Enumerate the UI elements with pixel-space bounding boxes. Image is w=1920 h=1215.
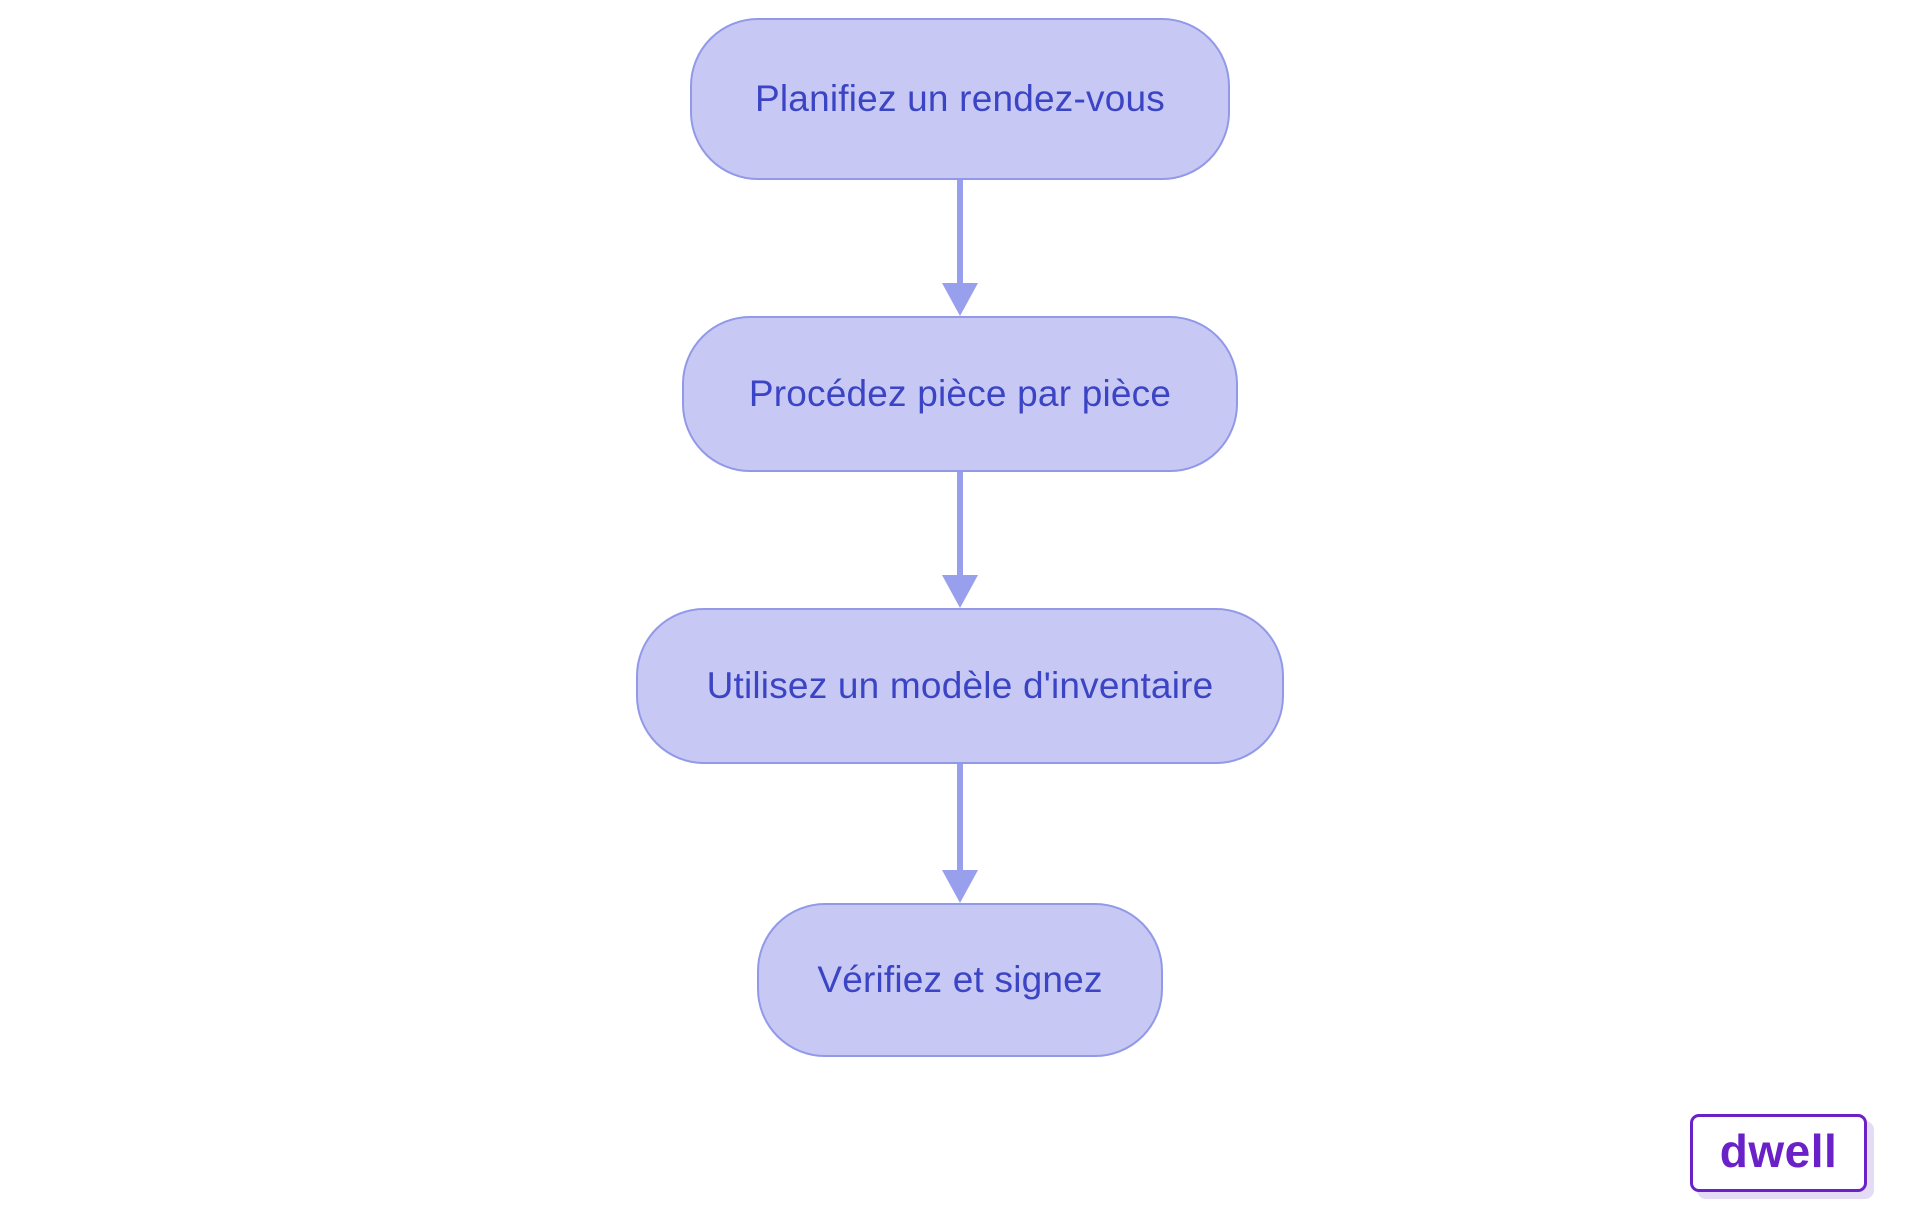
flow-node-label: Vérifiez et signez	[817, 959, 1103, 1000]
dwell-logo-text: dwell	[1719, 1125, 1838, 1177]
arrow-shaft	[957, 180, 963, 283]
flow-node-step-1: Planifiez un rendez-vous	[690, 18, 1230, 180]
arrow-shaft	[957, 764, 963, 870]
flow-node-label: Procédez pièce par pièce	[748, 373, 1172, 414]
flow-node-step-2: Procédez pièce par pièce	[682, 316, 1238, 472]
flow-node-label: Utilisez un modèle d'inventaire	[706, 665, 1214, 706]
arrow-shaft	[957, 472, 963, 575]
arrow-down-icon	[942, 575, 978, 608]
flow-arrow-2	[942, 472, 978, 608]
flow-node-step-4: Vérifiez et signez	[757, 903, 1163, 1057]
flow-node-step-3: Utilisez un modèle d'inventaire	[636, 608, 1284, 764]
flow-arrow-3	[942, 764, 978, 903]
flow-node-label: Planifiez un rendez-vous	[755, 78, 1165, 119]
flow-arrow-1	[942, 180, 978, 316]
dwell-logo: dwell	[1690, 1114, 1867, 1192]
arrow-down-icon	[942, 283, 978, 316]
arrow-down-icon	[942, 870, 978, 903]
